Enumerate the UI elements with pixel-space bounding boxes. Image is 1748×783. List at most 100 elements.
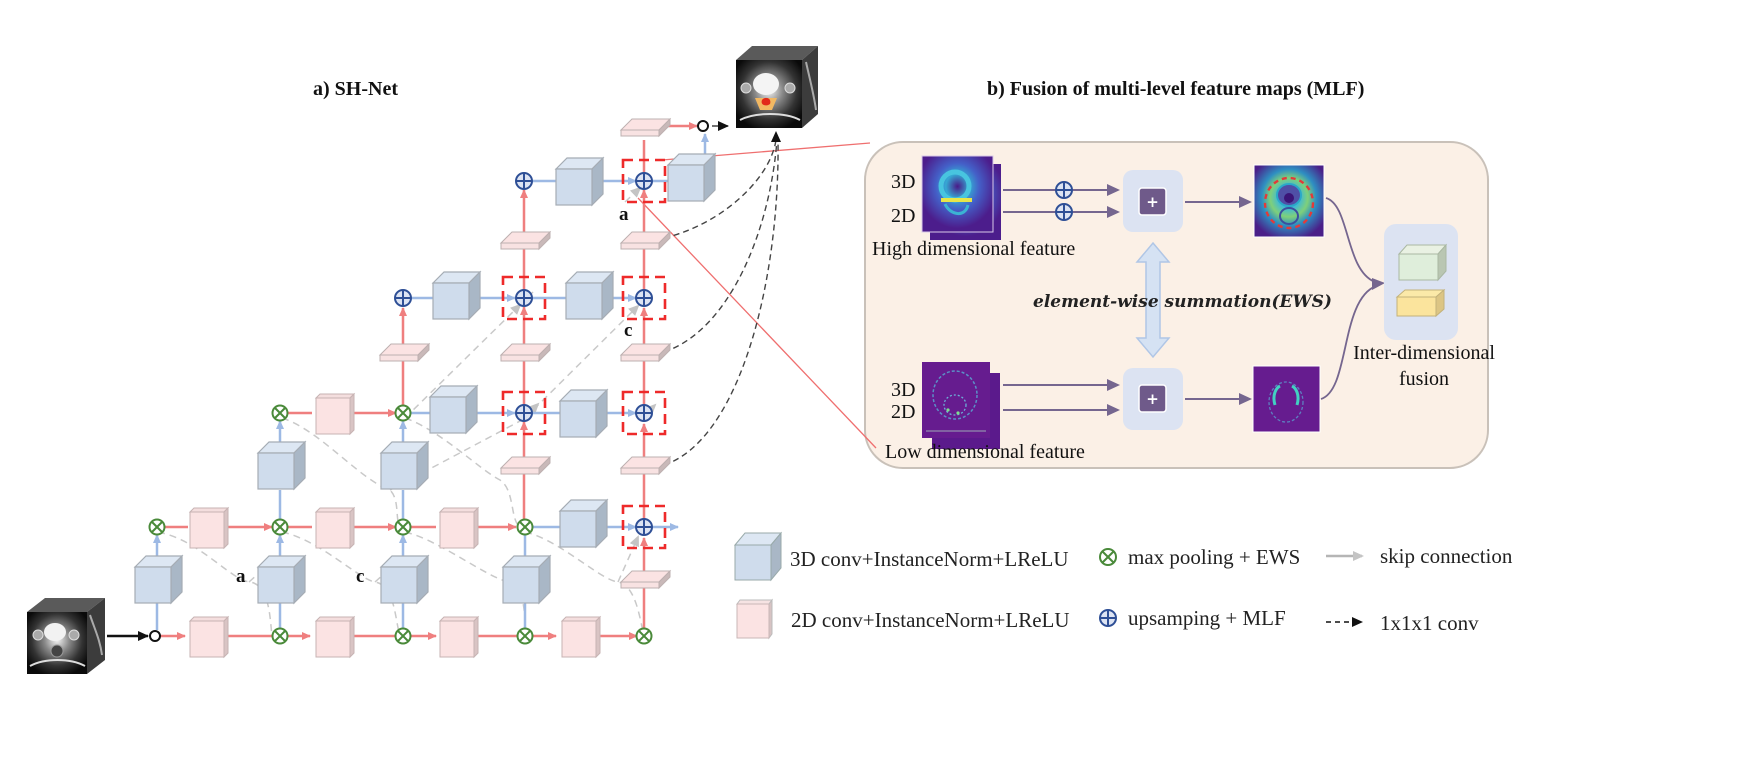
maxpool-ews-icon bbox=[271, 627, 289, 645]
maxpool-ews-icon bbox=[271, 404, 289, 422]
operator-nodes bbox=[148, 172, 653, 645]
conv2d-plate bbox=[499, 230, 552, 251]
fusion-box bbox=[1384, 224, 1458, 340]
conv3d-block bbox=[558, 498, 609, 549]
conv2d-plate bbox=[499, 455, 552, 476]
conv3d-block bbox=[554, 156, 605, 207]
high-feature-map bbox=[921, 155, 1001, 240]
maxpool-ews-icon bbox=[635, 627, 653, 645]
upsample-mlf-icon bbox=[515, 172, 533, 190]
sum-icon-low bbox=[1138, 384, 1167, 413]
low-feature-label: Low dimensional feature bbox=[885, 441, 1085, 463]
mlf-highlight-box bbox=[501, 275, 547, 321]
input-mri-volume bbox=[27, 598, 105, 674]
mlf-highlight-box bbox=[621, 390, 667, 436]
maxpool-ews-icon bbox=[271, 518, 289, 536]
conv2d-block bbox=[188, 506, 230, 550]
upsample-mlf-icon bbox=[635, 172, 653, 190]
conv2d-plate bbox=[378, 342, 431, 363]
maxpool-ews-icon bbox=[394, 627, 412, 645]
conv2d-plate bbox=[619, 569, 672, 590]
mlf-highlight-box bbox=[621, 158, 667, 204]
output-segmentation-volume bbox=[736, 46, 818, 128]
conv3d-block bbox=[666, 152, 717, 203]
conv3d-block bbox=[133, 554, 184, 605]
conv3d-block bbox=[256, 554, 307, 605]
upsample-mlf-icon bbox=[1055, 181, 1073, 199]
maxpool-ews-icon bbox=[148, 518, 166, 536]
conv3d-block bbox=[428, 384, 479, 435]
conv2d-block bbox=[560, 615, 602, 659]
conv2d-plate bbox=[619, 342, 672, 363]
maxpool-ews-icon bbox=[516, 627, 534, 645]
conv1x1-connections bbox=[663, 121, 781, 466]
marker-a: a bbox=[236, 566, 246, 587]
mlf-highlight-box bbox=[621, 504, 667, 550]
conv2d-plate bbox=[619, 117, 672, 138]
skip-connection bbox=[281, 531, 401, 637]
upsample-mlf-icon bbox=[635, 404, 653, 422]
fusion-arrowhead bbox=[1372, 278, 1385, 290]
mlf-panel bbox=[864, 141, 1489, 469]
maxpool-ews-icon bbox=[394, 404, 412, 422]
conv1x1-line bbox=[663, 139, 778, 353]
fusion-curve-high bbox=[1325, 197, 1376, 283]
legend-upsample-icon bbox=[1099, 609, 1117, 627]
ews-label: element-wise summation(EWS) bbox=[1033, 292, 1332, 312]
skip-connection bbox=[624, 186, 642, 203]
mlf-highlight-box bbox=[501, 390, 547, 436]
sum-icon-high bbox=[1138, 187, 1167, 216]
low-feature-map bbox=[922, 362, 1000, 449]
skip-connection bbox=[157, 531, 273, 637]
conv3d-block bbox=[379, 554, 430, 605]
conv2d-plates bbox=[378, 117, 672, 590]
conv2d-blocks bbox=[188, 392, 602, 659]
conv2d-block bbox=[314, 392, 356, 436]
low-3d-label: 3D bbox=[891, 379, 915, 401]
skip-connection bbox=[617, 535, 639, 583]
mlf-highlight-boxes bbox=[501, 158, 667, 550]
fusion-cube-2d bbox=[1395, 288, 1446, 318]
conv2d-block bbox=[314, 615, 356, 659]
red-paths-2d bbox=[160, 122, 698, 640]
conv2d-block bbox=[438, 506, 480, 550]
sum-symbol-high: + bbox=[1146, 193, 1159, 211]
ews-double-arrow bbox=[1135, 241, 1171, 359]
upsample-mlf-icon bbox=[1055, 203, 1073, 221]
fusion-cube-3d bbox=[1397, 243, 1448, 282]
conv2d-block bbox=[314, 506, 356, 550]
high-2d-label: 2D bbox=[891, 205, 915, 227]
fusion-label-line1: Inter-dimensional bbox=[1353, 342, 1495, 364]
legend: 3D conv+InstanceNorm+LReLU 2D conv+Insta… bbox=[733, 531, 1513, 640]
conv3d-block bbox=[558, 388, 609, 439]
conv3d-block bbox=[501, 554, 552, 605]
fusion-label-line2: fusion bbox=[1399, 368, 1449, 390]
legend-conv3d-label: 3D conv+InstanceNorm+LReLU bbox=[790, 547, 1069, 571]
conv3d-block bbox=[256, 440, 307, 491]
legend-conv2d-icon bbox=[736, 598, 773, 640]
marker-a: a bbox=[619, 204, 629, 225]
fusion-curve-low bbox=[1320, 285, 1377, 400]
panel-b-title: b) Fusion of multi-level feature maps (M… bbox=[987, 78, 1364, 100]
conv3d-block bbox=[431, 270, 482, 321]
conv2d-block bbox=[438, 615, 480, 659]
low-fused-map bbox=[1252, 365, 1321, 433]
conv1x1-line bbox=[663, 139, 777, 239]
conv3d-block bbox=[564, 270, 615, 321]
conv2d-block bbox=[188, 615, 230, 659]
legend-maxpool-label: max pooling + EWS bbox=[1128, 545, 1300, 569]
output-node bbox=[697, 120, 709, 132]
high-3d-label: 3D bbox=[891, 171, 915, 193]
upsample-mlf-icon bbox=[515, 404, 533, 422]
marker-c: c bbox=[356, 566, 364, 587]
upsample-mlf-icon bbox=[635, 289, 653, 307]
low-2d-label: 2D bbox=[891, 401, 915, 423]
skip-connection bbox=[404, 303, 522, 419]
upsample-mlf-icon bbox=[515, 289, 533, 307]
maxpool-ews-icon bbox=[394, 518, 412, 536]
high-feature-label: High dimensional feature bbox=[872, 238, 1075, 260]
maxpool-ews-icon bbox=[516, 518, 534, 536]
high-fused-map bbox=[1253, 164, 1325, 238]
conv2d-plate bbox=[499, 342, 552, 363]
